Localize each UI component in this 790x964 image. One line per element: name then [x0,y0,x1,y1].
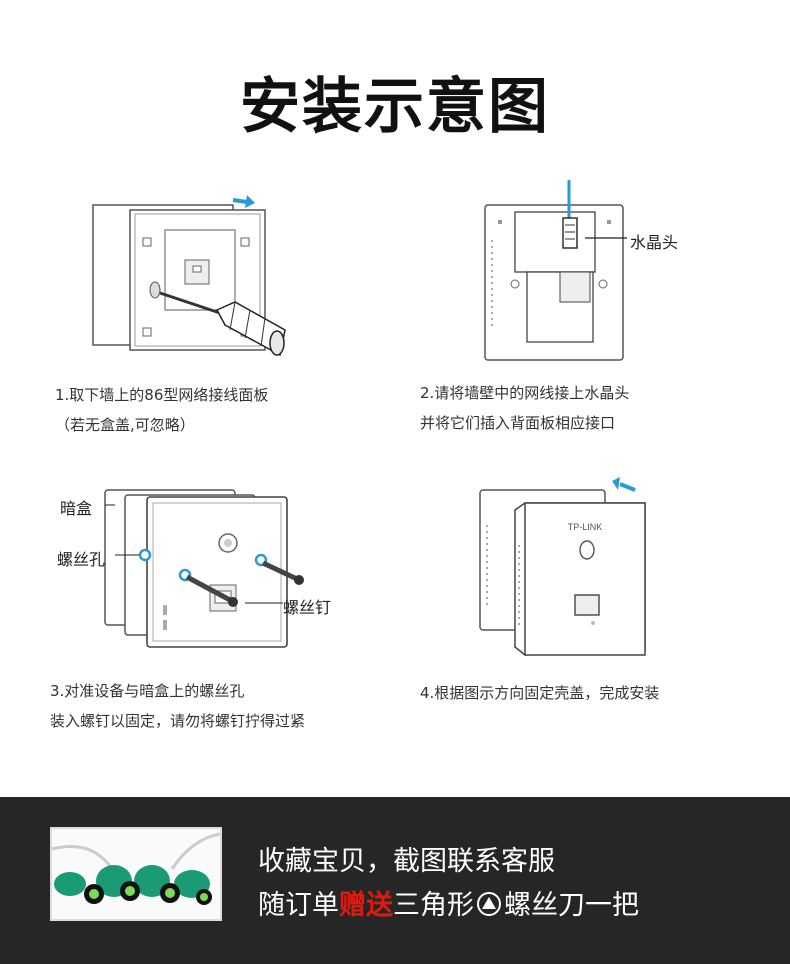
step2-illustration [484,180,627,361]
step1-text: 1.取下墙上的86型网络接线面板 （若无盒盖,可忽略） [55,380,268,440]
rj45-label: 水晶头 [630,233,679,252]
promo-highlight: 赠送 [339,890,393,921]
screw-label: 螺丝钉 [283,598,332,617]
step1-illustration [92,195,286,357]
promo-line1: 收藏宝贝，截图联系客服 [258,846,555,877]
step1-line1: 1.取下墙上的86型网络接线面板 [55,386,269,404]
screw-hole-label: 螺丝孔 [57,550,106,569]
step2-line1: 2.请将墙壁中的网线接上水晶头 [420,384,630,402]
step4-line1: 4.根据图示方向固定壳盖，完成安装 [420,684,660,702]
arrow-left-icon [612,477,636,492]
promo-footer: 收藏宝贝，截图联系客服 随订单赠送三角形螺丝刀一把 [0,797,790,964]
step3-text: 3.对准设备与暗盒上的螺丝孔 装入螺钉以固定，请勿将螺钉拧得过紧 [50,676,305,736]
promo-line2-mid: 三角形 [393,890,474,921]
step3-line2: 装入螺钉以固定，请勿将螺钉拧得过紧 [50,712,306,730]
step4-text: 4.根据图示方向固定壳盖，完成安装 [420,678,659,708]
step2-text: 2.请将墙壁中的网线接上水晶头 并将它们插入背面板相应接口 [420,378,629,438]
step3-illustration [104,489,304,648]
step2-line2: 并将它们插入背面板相应接口 [420,414,616,432]
page-title: 安装示意图 [240,72,550,142]
step4-illustration: TP-LINK [479,477,646,656]
brand-logo: TP-LINK [568,522,603,532]
triangle-icon [477,892,501,916]
arrow-right-icon [232,195,255,208]
promo-line2-pre: 随订单 [258,890,339,921]
screwdriver-photo [50,827,222,921]
step1-line2: （若无盒盖,可忽略） [55,416,195,434]
step3-line1: 3.对准设备与暗盒上的螺丝孔 [50,682,245,700]
promo-line2: 随订单赠送三角形螺丝刀一把 [258,883,639,922]
backbox-label: 暗盒 [60,499,93,518]
promo-line2-post: 螺丝刀一把 [504,890,639,921]
